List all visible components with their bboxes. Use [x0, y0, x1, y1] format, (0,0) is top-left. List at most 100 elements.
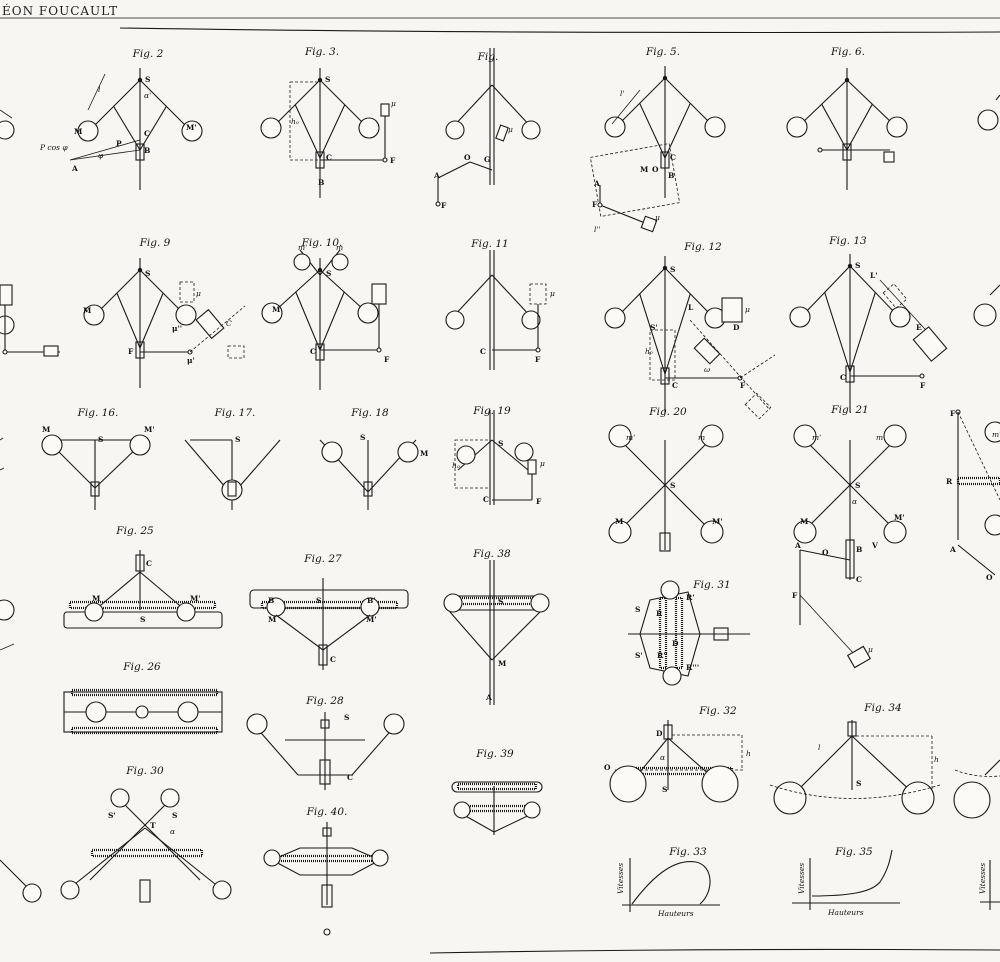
point-label: M': [894, 513, 905, 522]
sleeve: [135, 341, 145, 359]
bob-circle: [883, 424, 907, 448]
weight-box: [529, 283, 547, 305]
linkage-line: [275, 614, 324, 651]
bob-circle: [662, 75, 668, 81]
weight-box: [195, 308, 225, 340]
bob-circle: [844, 77, 850, 83]
point-label: M': [144, 425, 155, 434]
point-label: V: [871, 541, 878, 550]
point-label: S: [635, 605, 640, 614]
linkage-line: [491, 611, 541, 661]
linkage-line: [69, 149, 141, 161]
sleeve: [663, 724, 673, 740]
bob-circle: [901, 781, 935, 815]
point-label: F: [390, 156, 396, 165]
point-label: S: [855, 481, 860, 490]
linkage-line: [664, 267, 712, 316]
point-label: P cos φ: [39, 143, 68, 152]
point-label: φ: [98, 151, 104, 160]
figure-caption: Fig. 11: [470, 238, 508, 250]
sleeve: [321, 884, 333, 908]
bob-circle: [181, 120, 203, 142]
collar: [320, 719, 330, 729]
bob-circle: [110, 788, 130, 808]
figure-caption: Fig. 18: [350, 407, 389, 419]
sleeve: [660, 367, 670, 385]
sleeve: [227, 481, 237, 497]
point-label: A: [485, 693, 492, 702]
point-label: μ: [745, 305, 750, 314]
bob-circle: [293, 253, 311, 271]
linkage-line: [851, 735, 917, 797]
linkage-line: [846, 103, 873, 151]
linkage-line: [995, 94, 1000, 101]
figure-f36: Vitesses: [953, 759, 1000, 910]
bob-circle: [83, 304, 105, 326]
bob-circle: [137, 267, 143, 273]
point-label: A: [71, 164, 78, 173]
point-label: B': [367, 596, 376, 605]
bob-circle: [331, 253, 349, 271]
linkage-line: [97, 269, 141, 313]
spring: [70, 726, 219, 735]
dashed-box: [289, 81, 321, 161]
bob-circle: [376, 347, 382, 353]
point-label: S: [498, 597, 503, 606]
bob-circle: [41, 434, 63, 456]
weight-box: [912, 326, 948, 362]
header-title: ÉON FOUCAULT: [2, 4, 119, 18]
linkage-line: [821, 103, 848, 151]
linkage-line: [0, 437, 4, 441]
point-label: F: [740, 381, 746, 390]
weight-box: [371, 283, 387, 305]
sleeve: [842, 143, 852, 161]
linkage-line: [351, 725, 396, 776]
point-label: μ: [196, 289, 201, 298]
y-axis-label: Vitesses: [978, 863, 987, 894]
linkage-line: [139, 571, 186, 611]
point-label: B: [268, 596, 274, 605]
point-label: A: [433, 171, 440, 180]
spring: [70, 688, 219, 697]
linkage-line: [113, 106, 141, 151]
figure-caption: Fig. 10.: [301, 237, 343, 249]
point-label: S: [172, 811, 177, 820]
bob-circle: [535, 347, 541, 353]
bob-circle: [817, 147, 823, 153]
point-label: S: [344, 713, 349, 722]
point-label: S: [326, 269, 331, 278]
bob-circle: [984, 514, 1000, 536]
linkage-line: [739, 354, 776, 379]
bob-circle: [221, 479, 243, 501]
figure-f17: Fig. 17.S: [184, 407, 281, 510]
bob-circle: [793, 424, 817, 448]
linkage-line: [799, 594, 856, 656]
sleeve: [135, 143, 145, 161]
curve-path: [639, 591, 701, 677]
point-label: S: [145, 269, 150, 278]
point-label: C: [310, 347, 316, 356]
figure-f23: [0, 599, 15, 651]
bob-circle: [357, 302, 379, 324]
point-label: O: [652, 165, 659, 174]
figure-f8: [0, 284, 60, 357]
linkage-line: [0, 643, 15, 651]
spring: [956, 476, 1000, 486]
point-label: C: [480, 347, 486, 356]
y-axis-label: Vitesses: [797, 863, 806, 894]
figure-caption: Fig. 16.: [77, 407, 119, 419]
figure-f29: [0, 859, 42, 903]
bob-circle: [435, 201, 441, 207]
bob-circle: [176, 602, 196, 622]
point-label: hₒ: [291, 117, 299, 126]
point-label: S': [650, 323, 658, 332]
point-label: A: [949, 545, 956, 554]
bob-circle: [135, 705, 149, 719]
bob-circle: [530, 593, 550, 613]
bob-circle: [889, 306, 911, 328]
point-label: F: [950, 409, 956, 418]
